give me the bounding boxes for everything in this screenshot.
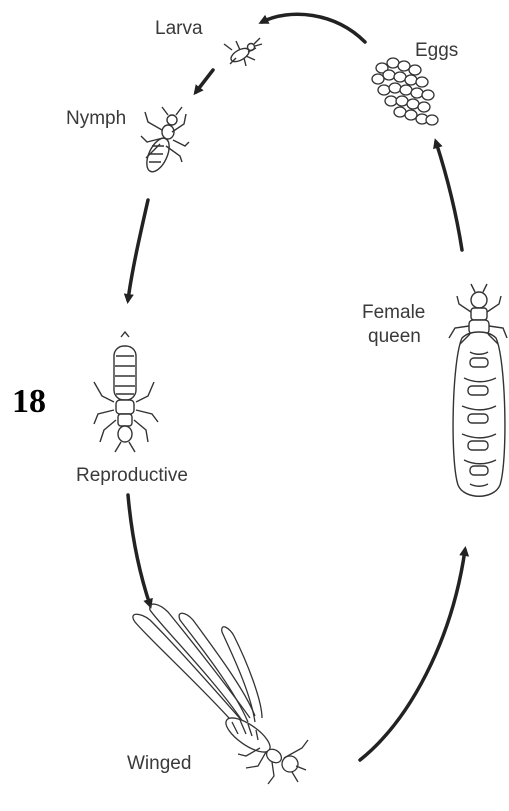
arrow-reproductive-to-winged <box>128 495 150 605</box>
nymph-label: Nymph <box>66 108 126 130</box>
eggs-label: Eggs <box>415 40 458 62</box>
female-queen-icon <box>449 284 507 496</box>
reproductive-icon <box>94 332 158 452</box>
nymph-icon <box>141 107 189 175</box>
arrow-eggs-to-larva <box>262 14 365 42</box>
larva-icon <box>224 38 262 66</box>
arrow-larva-to-nymph <box>196 70 213 92</box>
reproductive-label: Reproductive <box>76 465 188 487</box>
eggs-icon <box>372 58 438 125</box>
female-queen-label-line1: Female <box>362 302 425 324</box>
arrow-queen-to-eggs <box>436 142 462 250</box>
arrow-winged-to-queen <box>360 550 465 760</box>
larva-label: Larva <box>155 18 203 40</box>
figure-number: 18 <box>12 383 46 421</box>
winged-label: Winged <box>127 753 191 775</box>
female-queen-label-line2: queen <box>368 326 421 348</box>
arrow-nymph-to-reproductive <box>128 200 148 300</box>
